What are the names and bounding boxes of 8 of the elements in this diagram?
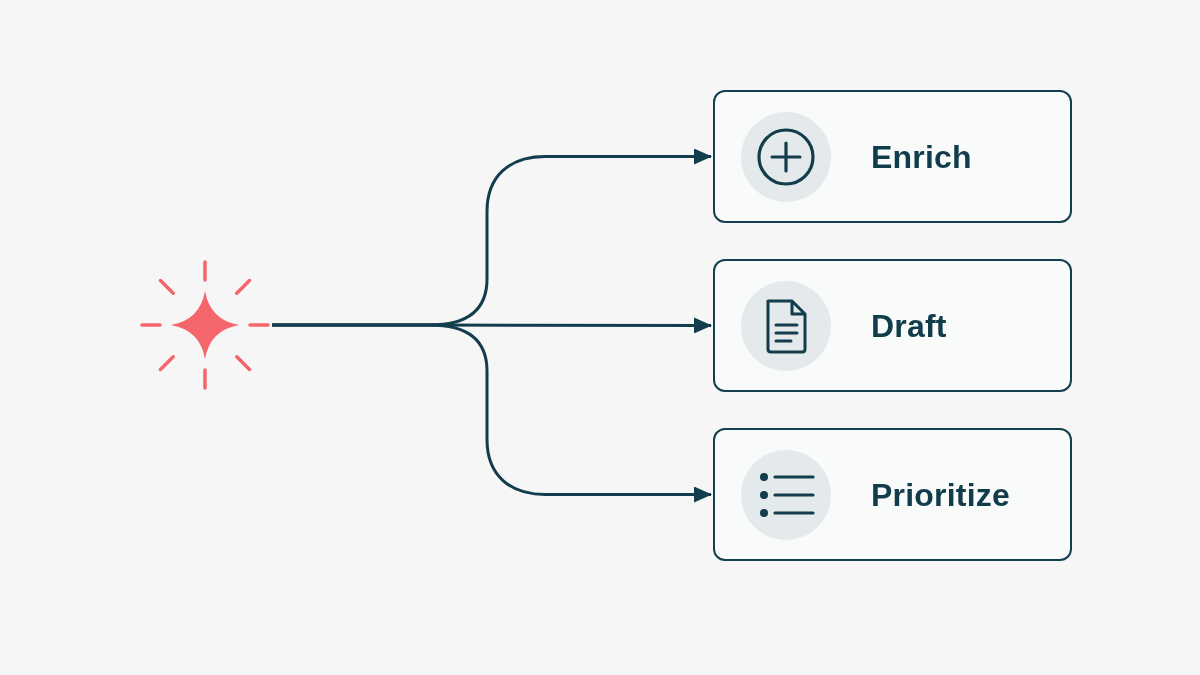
process-box [713, 259, 1072, 392]
step-label: Enrich [871, 138, 972, 175]
step-label: Draft [871, 307, 947, 344]
process-box [713, 428, 1072, 561]
process-box [713, 90, 1072, 223]
sparkle-icon [138, 258, 272, 392]
arrow [272, 323, 712, 503]
step-label: Prioritize [871, 476, 1010, 513]
